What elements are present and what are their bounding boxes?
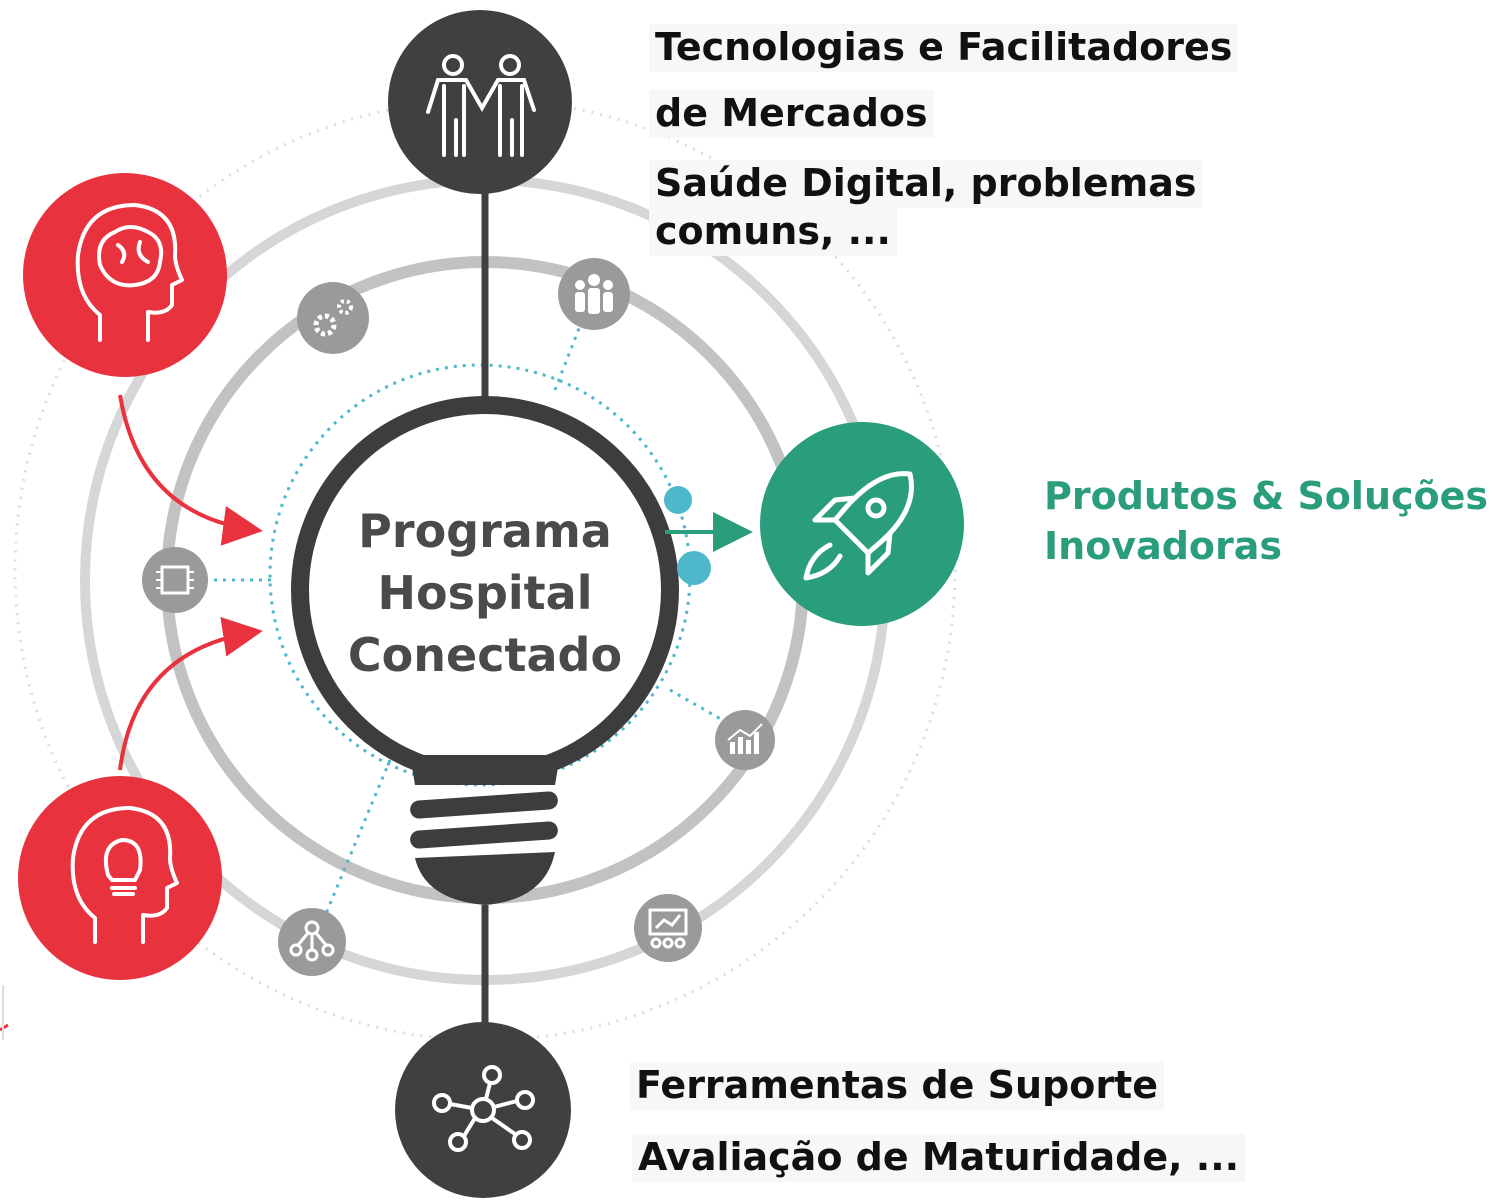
bottom-line-2: Avaliação de Maturidade, ...: [632, 1134, 1246, 1182]
bottom-line-1: Ferramentas de Suporte: [630, 1062, 1164, 1110]
brain-head-icon: [23, 173, 227, 377]
right-line-2: Inovadoras: [1044, 524, 1283, 568]
lightbulb-head-icon: [18, 776, 222, 980]
right-line-1: Produtos & Soluções: [1044, 474, 1489, 518]
top-sub-line-1: Saúde Digital, problemas: [649, 160, 1203, 208]
network-icon: [395, 1022, 571, 1198]
bulb-thread-2: [410, 821, 558, 849]
top-title-line-1: Tecnologias e Facilitadores: [649, 24, 1239, 72]
top-title-line-2: de Mercados: [649, 90, 934, 138]
bulb-base: [410, 755, 560, 785]
bulb-thread-1: [410, 791, 558, 819]
input-arrow-bottom: [118, 616, 263, 771]
chip-icon: [142, 547, 208, 613]
bulb-tip: [415, 852, 555, 905]
center-line-2: Hospital: [377, 566, 593, 620]
top-sub-line-2: comuns, ...: [649, 208, 897, 256]
growth-chart-icon: [715, 710, 775, 770]
center-title: Programa Hospital Conectado: [330, 500, 640, 686]
input-arrow-top: [118, 394, 263, 546]
teal-dot-2: [677, 551, 711, 585]
center-line-3: Conectado: [347, 628, 623, 682]
gears-icon: [297, 282, 369, 354]
teal-dot-1: [664, 486, 692, 514]
presentation-icon: [634, 894, 702, 962]
org-chart-icon: [278, 908, 346, 976]
team-icon: [558, 258, 630, 330]
connector-org: [313, 759, 392, 941]
partnership-icon: [388, 10, 572, 194]
center-line-1: Programa: [358, 504, 612, 558]
rocket-icon: [760, 422, 964, 626]
